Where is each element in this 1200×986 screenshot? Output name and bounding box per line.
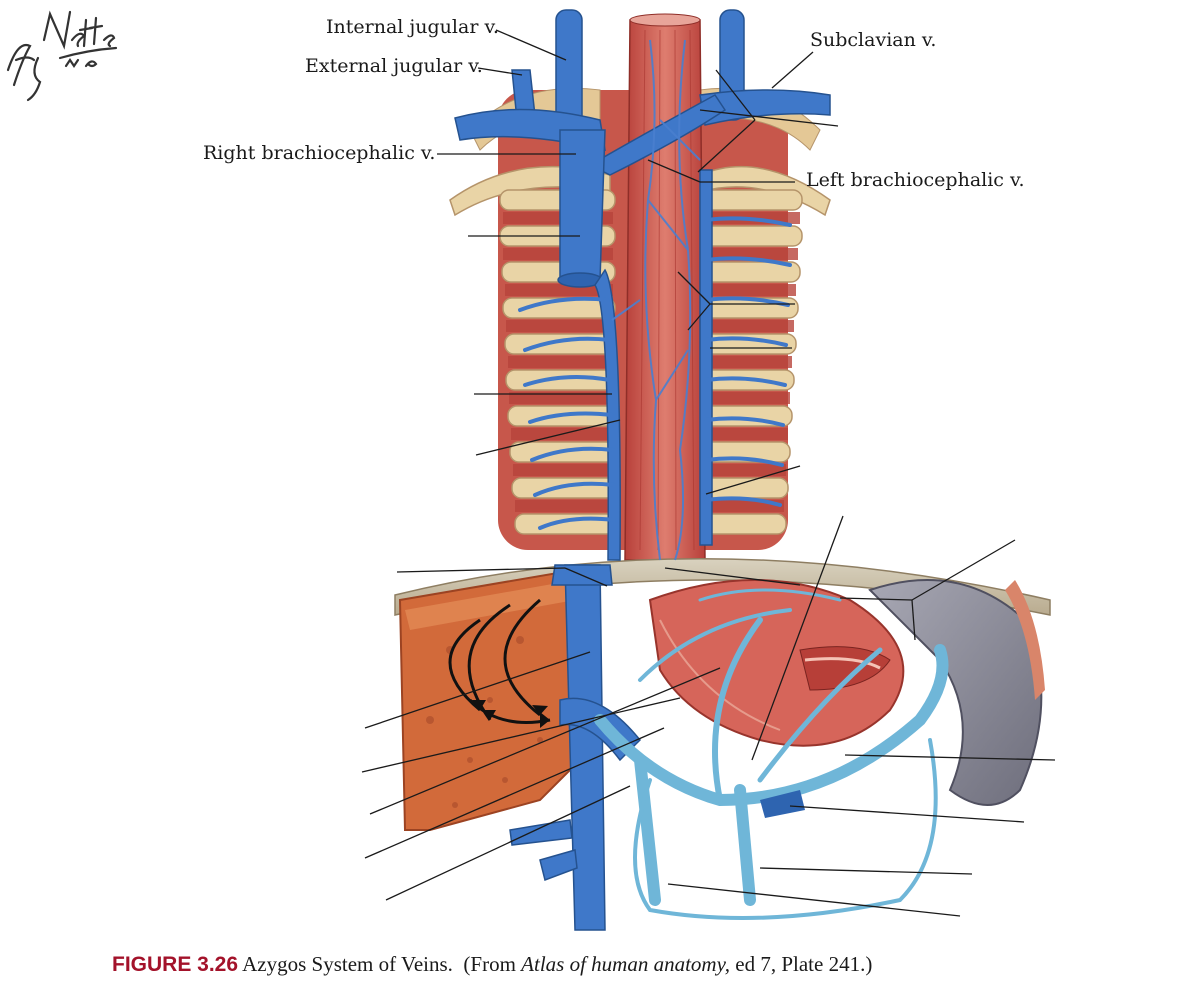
intercostal-veins — [518, 216, 792, 530]
figure-caption: FIGURE 3.26 Azygos System of Veins. (Fro… — [112, 952, 1192, 977]
source-suffix: ed 7, Plate 241.) — [735, 952, 873, 976]
label-internal-jugular-vein: Internal jugular v. — [326, 16, 499, 38]
source-title: Atlas of human anatomy, — [521, 952, 731, 976]
label-external-jugular-vein: External jugular v. — [305, 55, 483, 77]
systemic-veins — [454, 9, 831, 931]
splenic-vein — [760, 790, 805, 818]
liver — [398, 568, 582, 831]
esophageal-veins — [611, 39, 701, 561]
leader-lines — [361, 29, 1056, 917]
figure-number: FIGURE 3.26 — [112, 953, 239, 976]
source-prefix: (From — [463, 952, 516, 976]
label-right-brachiocephalic-vein: Right brachiocephalic v. — [203, 142, 436, 164]
label-left-brachiocephalic-vein: Left brachiocephalic v. — [806, 169, 1025, 191]
figure-title: Azygos System of Veins. — [242, 952, 453, 976]
stomach — [648, 579, 905, 747]
portal-veins — [594, 588, 949, 920]
netter-signature-logo — [6, 10, 118, 102]
label-subclavian-vein: Subclavian v. — [810, 29, 937, 51]
